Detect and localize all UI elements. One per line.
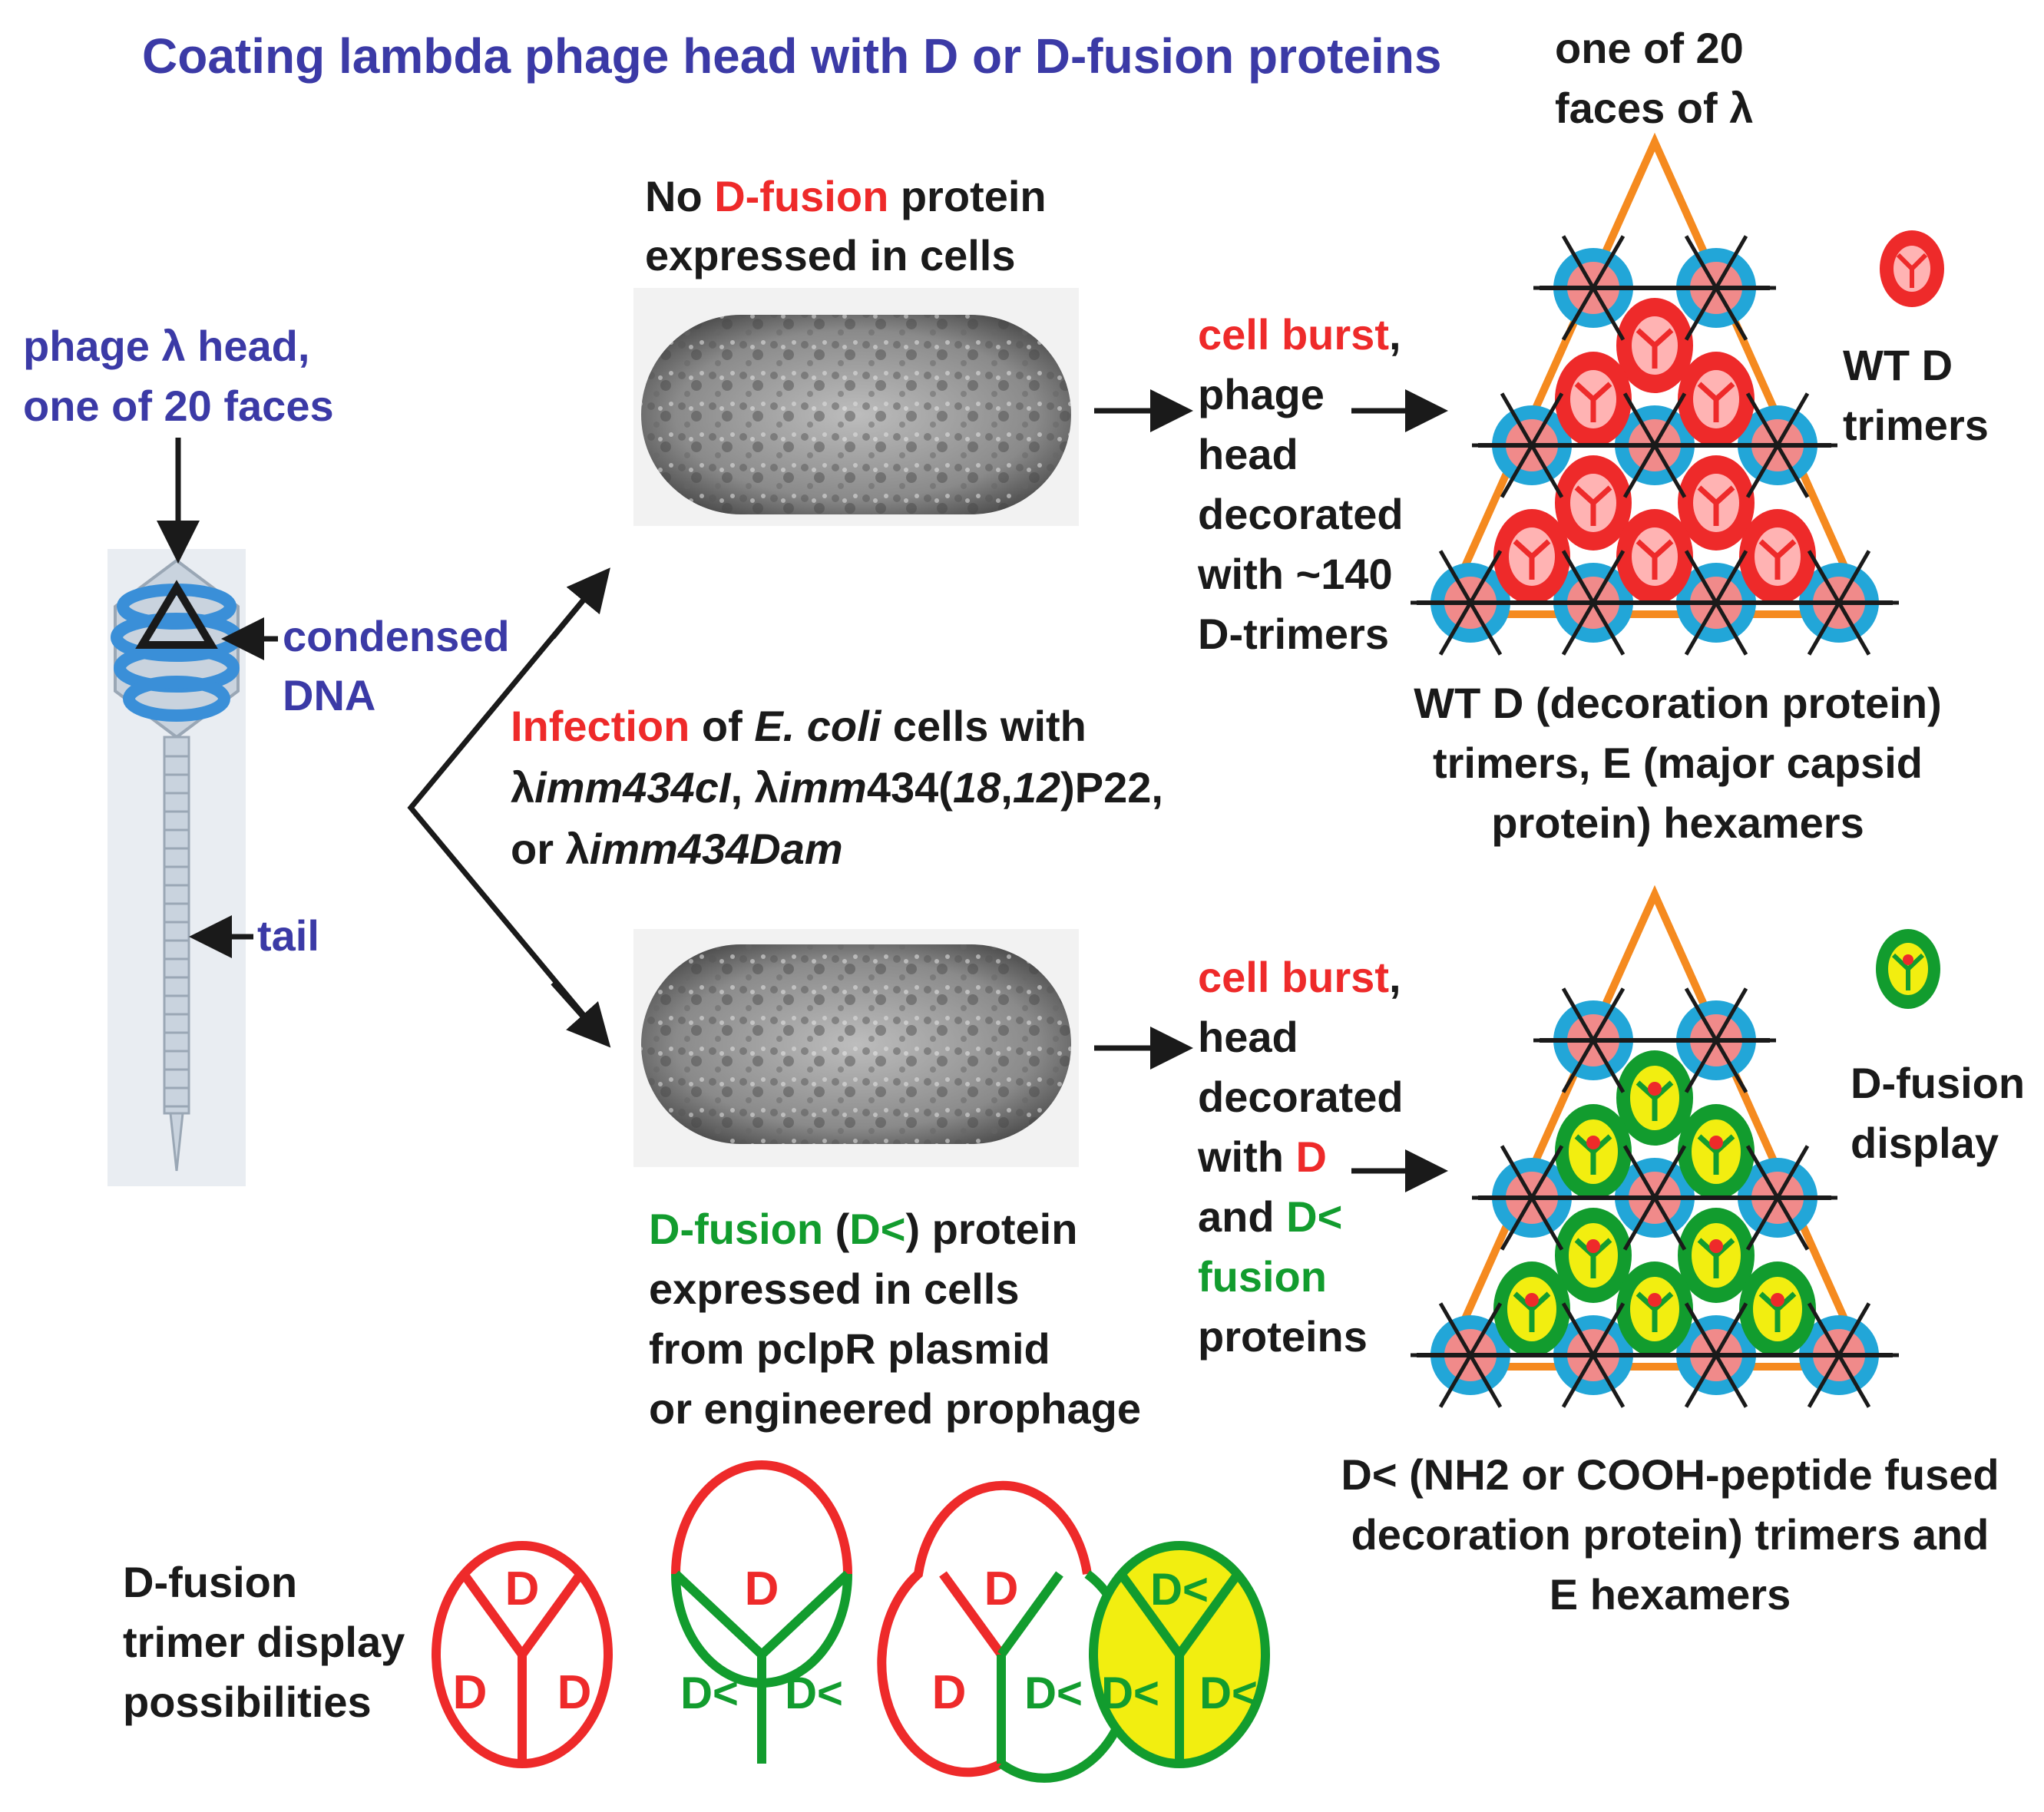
dfusion-trimer-spokes [1636,1080,1674,1121]
trimer4-dfus-top: D< [1150,1565,1209,1615]
wt-d-trimer-spokes [1758,539,1797,580]
infection-text-line1: Infection of E. coli cells with [511,702,1086,750]
top-ecoli-cell [633,288,1079,526]
dfusion-trimer-spokes [1574,1238,1612,1278]
top-burst-line2: phage [1198,370,1325,418]
trimer-all-d: D D D [432,1541,613,1768]
trimer3-d-top: D [984,1562,1019,1615]
caption-top-line1: WT D (decoration protein) [1414,679,1942,727]
legend-wt-line1: WT D [1843,341,1953,389]
dfusion-peptide [1648,1293,1662,1307]
dfusion-peptide [1586,1136,1600,1149]
trimer4-dfus-right: D< [1199,1668,1258,1718]
wt-d-trimer-spokes [1574,485,1612,526]
top-burst-line1: cell burst, [1198,310,1401,359]
top-burst-line6: D-trimers [1198,610,1389,658]
dna-label-line2: DNA [283,671,375,719]
trimer1-d-right: D [557,1666,592,1719]
face-triangle [135,580,218,649]
top-burst-line3: head [1198,430,1298,478]
top-burst-line4: decorated [1198,490,1404,538]
display-label-line2: trimer display [123,1618,405,1666]
trimer2-dfus-right: D< [785,1668,843,1718]
caption-top-line2: trimers, E (major capsid [1433,739,1923,787]
dfusion-trimer-spokes [1758,1291,1797,1332]
branch-arrow-up [551,567,610,640]
infection-text-line2: λimm434cI, λimm434(18,12)P22, [511,763,1163,812]
head-label-line2: one of 20 faces [23,382,334,430]
face-label-line2: faces of λ [1555,84,1753,132]
legend-dfusion-line1: D-fusion [1851,1059,2025,1107]
capsid-face-triangle [1437,885,1872,1371]
bottom-cell-label-line1: D-fusion (D<) protein [649,1205,1077,1253]
trimer2-d-top: D [745,1562,779,1615]
tail-label: tail [257,911,319,960]
dfusion-trimer-spokes [1636,1291,1674,1332]
face-label-line1: one of 20 [1555,24,1744,72]
legend-wt-line2: trimers [1843,401,1989,449]
bottom-burst-line6: fusion [1198,1252,1327,1301]
wt-d-trimer-spokes [1697,382,1735,422]
legend-wt-trimer-icon [1880,230,1944,307]
bottom-burst-line7: proteins [1198,1312,1368,1361]
wt-d-trimer-spokes [1636,539,1674,580]
trimer-one-d-two-dfusion: D D< D< [671,1460,852,1764]
dfusion-peptide [1648,1082,1662,1096]
legend-dfusion-line2: display [1851,1119,1999,1167]
dfusion-trimer-spokes [1513,1291,1551,1332]
bottom-burst-line3: decorated [1198,1073,1404,1121]
wt-d-trimer-spokes [1574,382,1612,422]
dna-label-line1: condensed [283,612,510,660]
diagram-title: Coating lambda phage head with D or D-fu… [142,28,1442,84]
wt-d-trimer-spokes [1636,328,1674,369]
dfusion-peptide [1525,1293,1539,1307]
trimer1-d-left: D [453,1666,488,1719]
trimer3-d-left: D [932,1666,967,1719]
bottom-cell-label-line3: from pclpR plasmid [649,1324,1050,1373]
caption-bottom-line3: E hexamers [1550,1570,1791,1619]
dfusion-trimer-spokes [1574,1134,1612,1175]
dfusion-trimer-spokes [1697,1134,1735,1175]
bottom-burst-line1: cell burst, [1198,953,1401,1001]
wt-d-trimer-spokes [1697,485,1735,526]
wt-d-lattice [1411,132,1899,656]
top-cell-label-line2: expressed in cells [645,231,1016,279]
bottom-burst-line5: and D< [1198,1192,1342,1241]
legend-dfusion-trimer-icon [1876,929,1940,1009]
trimer3-dfus-right: D< [1024,1668,1083,1718]
display-label-line1: D-fusion [123,1558,297,1606]
top-burst-line5: with ~140 [1197,550,1393,598]
capsid-face-triangle [1437,132,1872,618]
bottom-cell-label-line4: or engineered prophage [649,1384,1141,1433]
caption-bottom-line1: D< (NH2 or COOH-peptide fused [1341,1450,1999,1499]
top-cell-label-line1: No D-fusion protein [645,172,1047,220]
dfusion-peptide [1709,1239,1723,1253]
caption-bottom-line2: decoration protein) trimers and [1351,1510,1989,1559]
display-label-line3: possibilities [123,1678,372,1726]
trimer-all-dfusion: D< D< D< [1089,1541,1270,1768]
wt-d-trimer-spokes [1513,539,1551,580]
trimer4-dfus-left: D< [1101,1668,1159,1718]
bottom-burst-line2: head [1198,1013,1298,1061]
bottom-burst-line4: with D [1197,1132,1327,1181]
infection-text-line3: or λimm434Dam [511,825,843,873]
bottom-ecoli-cell [633,929,1079,1167]
trimer2-dfus-left: D< [680,1668,739,1718]
branch-arrow-down [551,980,611,1048]
d-fusion-lattice [1411,885,1899,1408]
trimer1-d-top: D [505,1562,540,1615]
dfusion-peptide [1586,1239,1600,1253]
infection-branch [407,570,609,1045]
caption-top-line3: protein) hexamers [1491,799,1864,847]
bottom-cell-label-line2: expressed in cells [649,1265,1020,1313]
dfusion-peptide [1709,1136,1723,1149]
dfusion-trimer-spokes [1697,1238,1735,1278]
head-label-line1: phage λ head, [23,322,309,370]
dfusion-peptide [1771,1293,1784,1307]
phage-illustration [107,549,246,1186]
phage-tail [163,736,190,1172]
